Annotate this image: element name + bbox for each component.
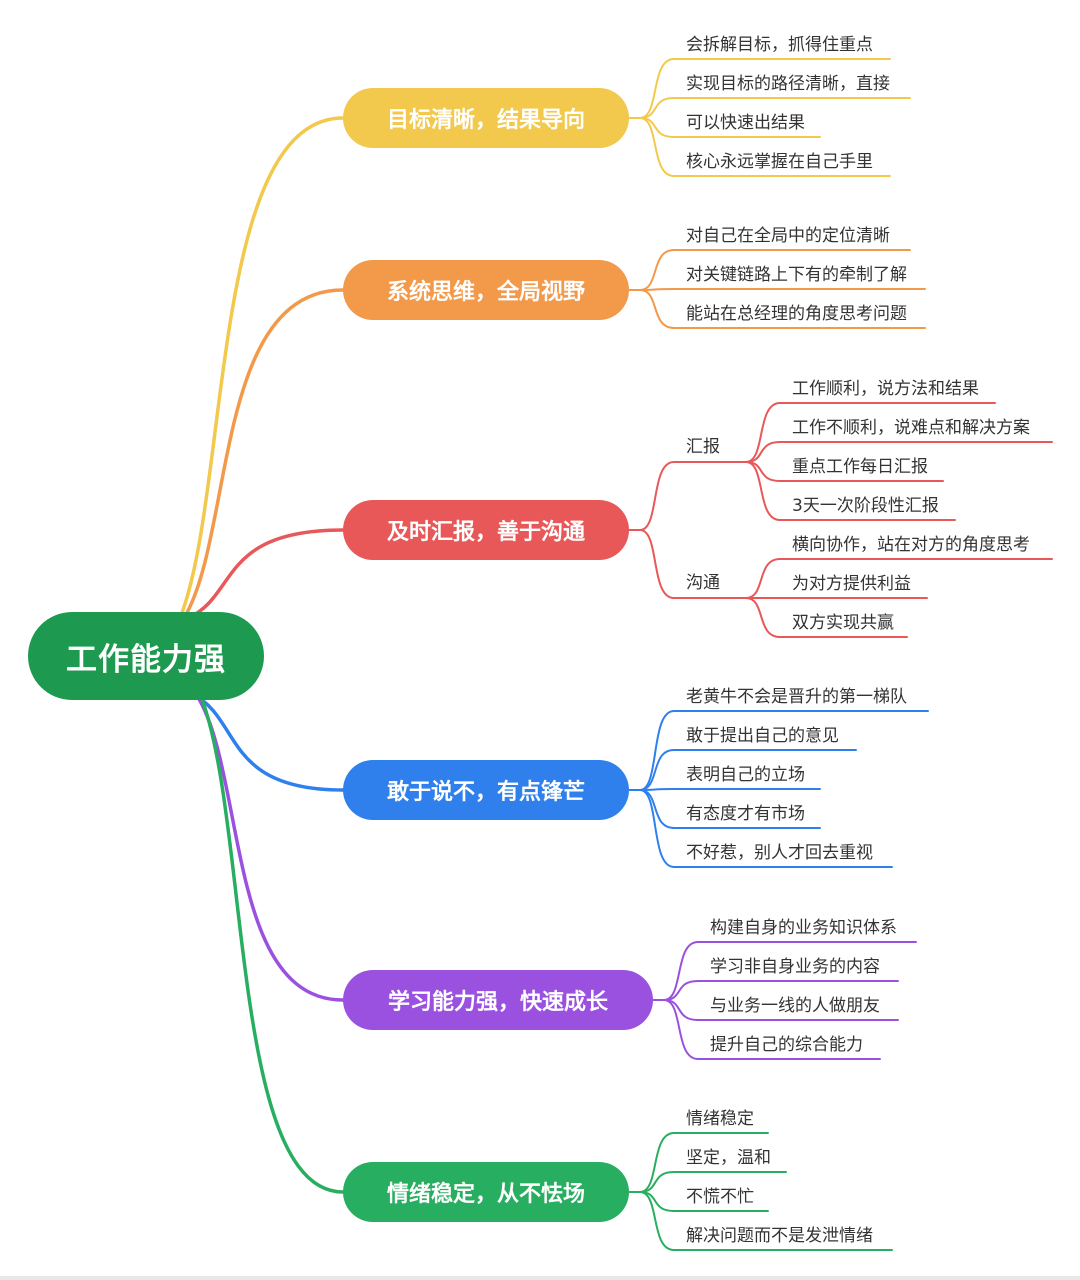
leaf-connector bbox=[639, 1191, 769, 1212]
leaf-connector bbox=[639, 289, 926, 329]
leaf-connector bbox=[745, 597, 908, 638]
leaf-item: 实现目标的路径清晰，直接 bbox=[686, 74, 890, 94]
leaf-connector bbox=[639, 97, 911, 119]
root-branch-connector bbox=[186, 528, 345, 620]
leaf-connector bbox=[745, 441, 1053, 463]
leaf-connector bbox=[639, 789, 893, 868]
root-branch-connector bbox=[198, 692, 345, 1194]
root-node: 工作能力强 bbox=[28, 612, 264, 700]
leaf-item: 双方实现共赢 bbox=[792, 613, 894, 633]
subgroup-communicate: 沟通 bbox=[686, 573, 720, 593]
leaf-item: 工作顺利，说方法和结果 bbox=[792, 379, 979, 399]
branch-reporting-communication: 及时汇报，善于沟通 bbox=[343, 500, 629, 560]
subgroup-connector bbox=[639, 529, 747, 599]
leaf-item: 学习非自身业务的内容 bbox=[710, 957, 880, 977]
leaf-connector bbox=[639, 1171, 787, 1193]
root-branch-connector bbox=[194, 692, 345, 1002]
root-branch-connector bbox=[182, 288, 345, 620]
branch-emotional-stability: 情绪稳定，从不怯场 bbox=[343, 1162, 629, 1222]
subgroup-report: 汇报 bbox=[686, 437, 720, 457]
leaf-connector bbox=[663, 941, 917, 1001]
leaf-item: 不慌不忙 bbox=[686, 1187, 754, 1207]
leaf-item: 提升自己的综合能力 bbox=[710, 1035, 863, 1055]
leaf-item: 情绪稳定 bbox=[686, 1109, 754, 1129]
leaf-connector bbox=[663, 980, 899, 1001]
leaf-connector bbox=[639, 288, 926, 291]
leaf-connector bbox=[639, 710, 929, 791]
leaf-item: 3天一次阶段性汇报 bbox=[792, 496, 939, 516]
root-branch-connector bbox=[190, 692, 345, 792]
leaf-connector bbox=[639, 117, 891, 177]
leaf-connector bbox=[639, 249, 911, 291]
leaf-item: 重点工作每日汇报 bbox=[792, 457, 928, 477]
leaf-connector bbox=[745, 461, 944, 482]
leaf-connector bbox=[639, 1191, 893, 1251]
branch-learning-ability: 学习能力强，快速成长 bbox=[343, 970, 653, 1030]
leaf-connector bbox=[639, 58, 891, 119]
leaf-item: 与业务一线的人做朋友 bbox=[710, 996, 880, 1016]
leaf-item: 对关键链路上下有的牵制了解 bbox=[686, 265, 907, 285]
branch-system-thinking: 系统思维，全局视野 bbox=[343, 260, 629, 320]
root-branch-connector bbox=[178, 116, 345, 620]
leaf-item: 会拆解目标，抓得住重点 bbox=[686, 35, 873, 55]
leaf-connector bbox=[639, 788, 821, 791]
leaf-connector bbox=[663, 999, 881, 1060]
leaf-connector bbox=[745, 558, 1053, 599]
leaf-item: 有态度才有市场 bbox=[686, 804, 805, 824]
leaf-connector bbox=[639, 117, 821, 138]
leaf-item: 可以快速出结果 bbox=[686, 113, 805, 133]
subgroup-connector bbox=[639, 461, 747, 531]
leaf-item: 表明自己的立场 bbox=[686, 765, 805, 785]
leaf-item: 对自己在全局中的定位清晰 bbox=[686, 226, 890, 246]
leaf-item: 为对方提供利益 bbox=[792, 574, 911, 594]
leaf-connector bbox=[745, 402, 996, 463]
leaf-item: 解决问题而不是发泄情绪 bbox=[686, 1226, 873, 1246]
leaf-connector bbox=[639, 749, 857, 791]
branch-dare-to-say-no: 敢于说不，有点锋芒 bbox=[343, 760, 629, 820]
bottom-divider bbox=[0, 1276, 1080, 1280]
leaf-item: 老黄牛不会是晋升的第一梯队 bbox=[686, 687, 907, 707]
leaf-item: 能站在总经理的角度思考问题 bbox=[686, 304, 907, 324]
leaf-item: 核心永远掌握在自己手里 bbox=[686, 152, 873, 172]
leaf-connector bbox=[745, 461, 956, 521]
leaf-connector bbox=[639, 1132, 769, 1193]
leaf-item: 坚定，温和 bbox=[686, 1148, 771, 1168]
leaf-item: 构建自身的业务知识体系 bbox=[710, 918, 897, 938]
branch-goal-oriented: 目标清晰，结果导向 bbox=[343, 88, 629, 148]
leaf-item: 敢于提出自己的意见 bbox=[686, 726, 839, 746]
leaf-item: 不好惹，别人才回去重视 bbox=[686, 843, 873, 863]
leaf-item: 工作不顺利，说难点和解决方案 bbox=[792, 418, 1030, 438]
leaf-connector bbox=[663, 999, 899, 1021]
leaf-item: 横向协作，站在对方的角度思考 bbox=[792, 535, 1030, 555]
